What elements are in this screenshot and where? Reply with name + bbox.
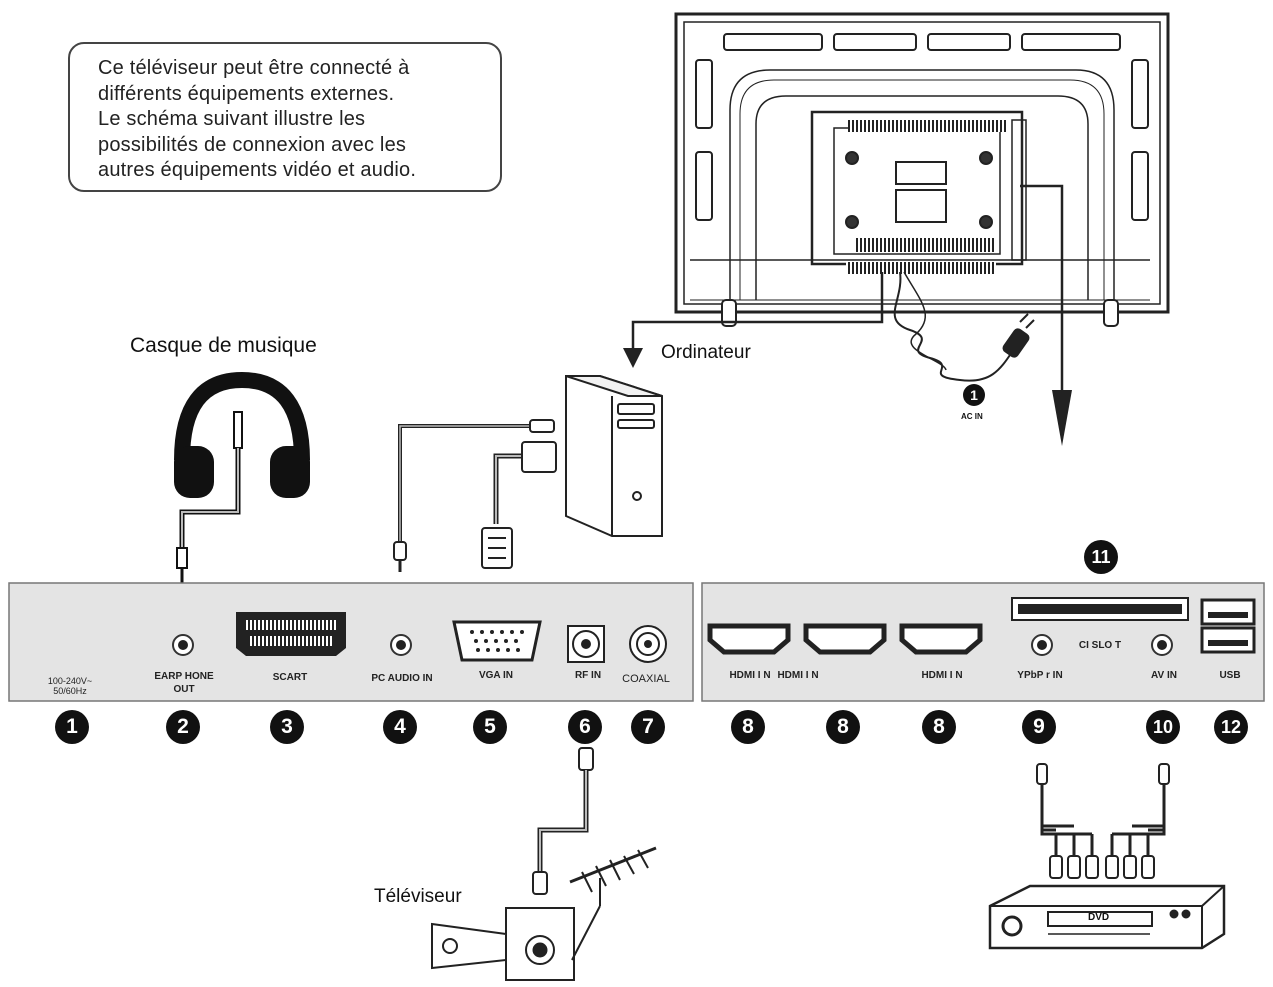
right-panel bbox=[701, 582, 1265, 702]
dvd-label: DVD bbox=[1088, 912, 1110, 923]
arrow-to-side-panel bbox=[1020, 184, 1072, 446]
port-number-badge: 8 bbox=[826, 710, 860, 744]
arrow-to-computer bbox=[623, 272, 884, 368]
dvd-illustration bbox=[988, 763, 1226, 950]
port-label-coaxial: COAXIAL bbox=[622, 673, 670, 685]
port-number-badge: 5 bbox=[473, 710, 507, 744]
port-number-badge: 4 bbox=[383, 710, 417, 744]
ac-in-number-badge: 1 bbox=[963, 384, 985, 406]
ac-in-label: AC IN bbox=[961, 412, 983, 421]
port-number-badge: 7 bbox=[631, 710, 665, 744]
port-label-pc-audio: PC AUDIO IN bbox=[371, 673, 433, 684]
port-label-earphone: EARP HONE OUT bbox=[154, 671, 214, 695]
headphones-illustration bbox=[174, 371, 310, 584]
port-label-hdmi: HDMI I N bbox=[921, 670, 963, 681]
port-label-usb: USB bbox=[1219, 670, 1241, 681]
port-label-scart: SCART bbox=[272, 672, 308, 683]
port-number-badge: 6 bbox=[568, 710, 602, 744]
port-number-badge: 2 bbox=[166, 710, 200, 744]
port-label-rf: RF IN bbox=[574, 670, 602, 681]
port-label-hdmi: HDMI I N bbox=[729, 670, 771, 681]
port-label-av: AV IN bbox=[1151, 670, 1177, 681]
ci-slot-number-badge: 11 bbox=[1084, 540, 1118, 574]
port-number-badge: 10 bbox=[1146, 710, 1180, 744]
headphones-label: Casque de musique bbox=[130, 334, 317, 357]
tv-back-illustration bbox=[674, 12, 1170, 382]
port-label-vga: VGA IN bbox=[478, 670, 514, 681]
computer-illustration bbox=[393, 375, 663, 572]
computer-label: Ordinateur bbox=[661, 342, 751, 363]
intro-line: possibilités de connexion avec les bbox=[98, 133, 407, 156]
television-label: Téléviseur bbox=[374, 886, 462, 907]
port-number-badge: 8 bbox=[731, 710, 765, 744]
intro-line: Ce téléviseur peut être connecté à bbox=[98, 57, 410, 79]
port-number-badge: 12 bbox=[1214, 710, 1248, 744]
ci-slot-label: CI SLO T bbox=[1078, 640, 1122, 651]
port-number-badge: 1 bbox=[55, 710, 89, 744]
port-label-power: 100-240V~ 50/60Hz bbox=[47, 676, 93, 696]
intro-line: différents équipements externes. bbox=[98, 82, 395, 105]
port-number-badge: 8 bbox=[922, 710, 956, 744]
port-label-ypbpr: YPbP r IN bbox=[1017, 670, 1063, 681]
intro-text-box: Ce téléviseur peut être connecté à diffé… bbox=[68, 42, 502, 192]
intro-line: Le schéma suivant illustre les bbox=[98, 108, 366, 130]
port-number-badge: 3 bbox=[270, 710, 304, 744]
intro-line: autres équipements vidéo et audio. bbox=[98, 159, 417, 181]
port-number-badge: 9 bbox=[1022, 710, 1056, 744]
port-label-hdmi: HDMI I N bbox=[777, 670, 819, 681]
left-panel bbox=[8, 582, 694, 702]
antenna-illustration bbox=[431, 747, 657, 981]
